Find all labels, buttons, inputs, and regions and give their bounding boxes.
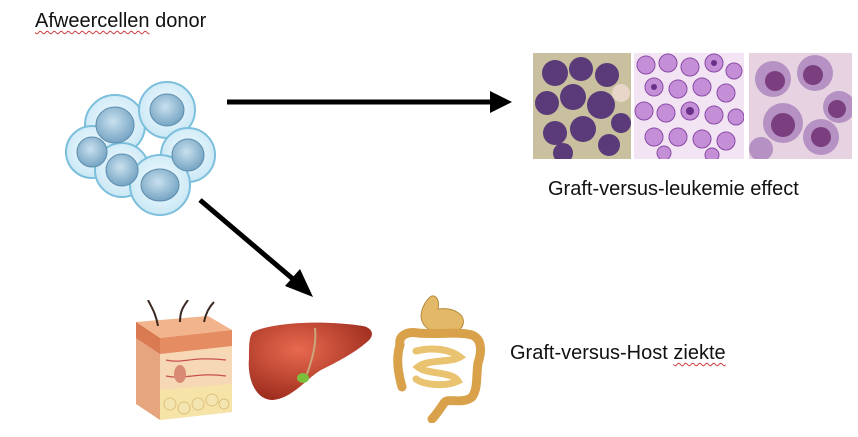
title-word-donor: donor (155, 10, 207, 32)
leukemia-micrograph-3 (749, 53, 852, 159)
intestine-icon (393, 295, 485, 423)
arrow-to-leukemia (227, 91, 512, 113)
gvh-label: Graft-versus-Host ziekte (510, 342, 726, 365)
leukemia-micrograph-1 (533, 53, 631, 159)
liver-icon (248, 322, 372, 400)
skin-cross-section-icon (136, 300, 232, 420)
immune-cells-cluster-icon (65, 81, 216, 216)
gvl-label: Graft-versus-leukemie effect (548, 178, 799, 200)
arrow-to-host-organs (198, 198, 313, 297)
gvh-label-main: Graft-versus-Host (510, 342, 668, 364)
leukemia-micrograph-2 (634, 53, 744, 159)
donor-cells-title: Afweercellen donor (35, 10, 206, 33)
title-word-afweercellen: Afweercellen (35, 10, 150, 32)
gvh-label-ziekte: ziekte (673, 342, 726, 364)
